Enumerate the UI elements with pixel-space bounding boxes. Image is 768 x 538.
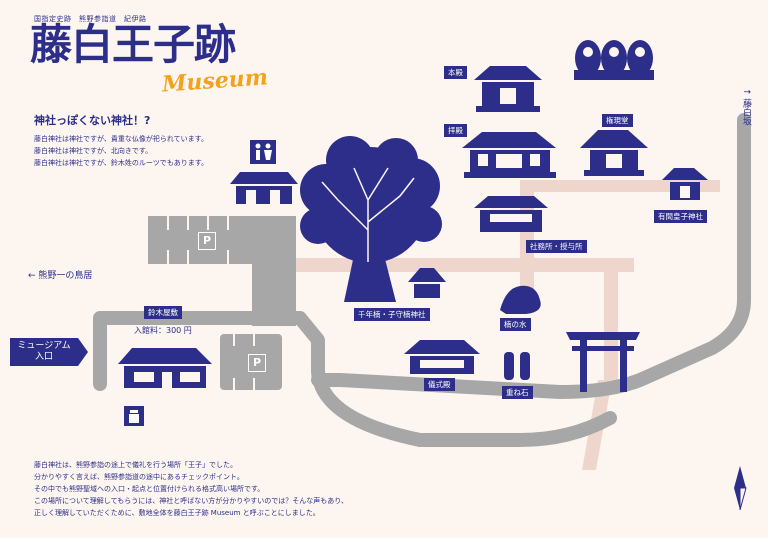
footer-line-3: その中でも熊野聖域への入口・起点と位置付けられる格式高い場所です。 (34, 485, 265, 493)
haiden-windows (478, 154, 540, 168)
gishikiden-building-icon (404, 340, 480, 374)
water-spring-icon (500, 285, 541, 314)
torii-gate-icon (566, 332, 640, 392)
museum-entrance-label[interactable]: ミュージアム 入口 (17, 341, 71, 362)
intro-heading: 神社っぽくない神社！? (34, 114, 151, 127)
intro-line-2: 藤白神社は神社ですが、北向きです。 (34, 147, 153, 155)
sanitizer-sign-icon (124, 406, 144, 426)
footer-line-2: 分かりやすく言えば、熊野参詣道の途中にあるチェックポイント。 (34, 473, 244, 481)
parking-sign-1: P (198, 232, 216, 250)
label-admission: 入館料：300 円 (134, 326, 192, 335)
gongendo-building-icon (580, 130, 648, 176)
buddha-faces (583, 47, 645, 57)
buddha-statues-icon (574, 40, 654, 80)
arima-door (680, 186, 690, 198)
header-subtitle: 国指定史跡 熊野参詣道 紀伊路 (34, 15, 147, 23)
north-compass-icon (734, 466, 747, 511)
footer-line-4: この場所について理解してもらうには、神社と呼ばない方が分かりやすいのでは？そんな… (34, 497, 348, 505)
restroom-sign-icon (250, 140, 276, 164)
stacked-stones-icon (504, 352, 530, 380)
label-kusunomizu: 楠の水 (500, 318, 531, 331)
parking-lots (148, 216, 296, 390)
footer-line-5: 正しく理解していただくために、敷地全体を藤白王子跡 Museum と呼ぶことにし… (34, 509, 320, 517)
entrance-arrow-shape (10, 338, 88, 366)
label-torii-direction: ← 熊野一の鳥居 (28, 271, 93, 281)
label-arima: 有間皇子神社 (654, 210, 707, 223)
suzuki-windows (134, 372, 200, 388)
gongendo-door (606, 154, 622, 168)
camphor-tree-icon (300, 136, 442, 302)
label-suzuki: 鈴木屋敷 (144, 306, 182, 319)
small-shrine-icon (408, 268, 446, 298)
tree-branches (321, 167, 415, 262)
parking-sign-2: P (248, 354, 266, 372)
label-fujishirozaka: ↑ 藤白坂 (741, 88, 751, 126)
label-honden: 本殿 (444, 66, 467, 79)
footer-line-1: 藤白神社は、熊野参詣の途上で儀礼を行う場所「王子」でした。 (34, 461, 237, 469)
intro-line-1: 藤白神社は神社ですが、貴重な仏像が祀られています。 (34, 135, 208, 143)
label-senbei: 千年楠・子守楠神社 (354, 308, 430, 321)
label-shamusho: 社務所・授与所 (526, 240, 587, 253)
page-title: 藤白王子跡 (30, 20, 236, 69)
restroom-building-icon (230, 172, 298, 204)
label-gongendo: 権現堂 (602, 114, 633, 127)
label-kasaneishi: 重ね石 (502, 386, 533, 399)
label-girei: 儀式殿 (424, 378, 455, 391)
gishikiden-windows (420, 360, 464, 368)
intro-line-3: 藤白神社は神社ですが、鈴木姓のルーツでもあります。 (34, 159, 209, 167)
restroom-doors (246, 190, 280, 204)
label-haiden: 拝殿 (444, 124, 467, 137)
parking-stripes (167, 216, 255, 390)
honden-door (500, 88, 516, 104)
shamusho-windows (490, 214, 532, 222)
